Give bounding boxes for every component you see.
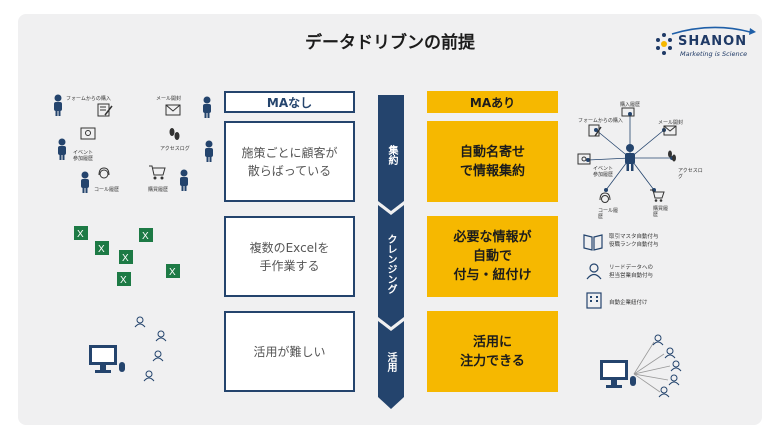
person-icon [203,96,211,118]
user-outline-icon [152,350,164,362]
label-mail-right: メール開封 [658,120,684,126]
svg-text:X: X [122,253,129,264]
label-access-left: アクセスログ [160,146,190,152]
page-title: データドリブンの前提 [305,33,475,53]
label-event-left: イベント 参加履歴 [73,150,94,162]
process-arrow [378,95,404,409]
excel-icon: X [74,226,88,240]
footprint-icon [668,150,676,162]
ma-with-box-3: 活用に 注力できる [427,311,558,392]
person-icon [54,94,62,116]
svg-text:X: X [120,275,127,286]
feature-label-sales-rep: リードデータへの 担当営業自動付与 [609,265,654,279]
shanon-logo: SHANON Marketing is Science [652,26,756,62]
label-mail-left: メール開封 [156,96,182,102]
label-call-left: コール履歴 [94,187,120,193]
logo-tagline: Marketing is Science [680,50,748,58]
excel-icon: X [166,264,180,278]
feature-label-master: 取引マスタ自動付与 役職ランク自動付与 [609,234,659,248]
label-access-right: アクセスロ グ [678,168,703,180]
mail-icon [663,125,677,136]
person-icon [180,169,188,191]
ma-with-box-1: 自動名寄せ で情報集約 [427,121,558,202]
svg-text:X: X [142,231,149,242]
excel-icon: X [139,228,153,242]
excel-icon: X [95,241,109,255]
event-board-icon [577,153,591,165]
ma-none-box-3: 活用が難しい [224,311,355,392]
cart-icon [650,189,665,202]
computer-users-diagram [600,334,682,398]
label-purchase-left: 購買履歴 [148,187,169,193]
svg-text:X: X [98,244,105,255]
user-outline-icon [134,316,146,328]
person-icon [81,171,89,193]
arrow-label-utilize: 活用 [385,352,396,372]
cart-icon [149,165,166,180]
person-icon [58,138,66,160]
footprint-icon [169,128,180,140]
label-event-right: イベント 参加履歴 [593,166,614,178]
building-icon [586,292,602,309]
form-edit-icon [588,124,602,137]
event-board-icon [80,127,96,140]
ma-none-box-2: 複数のExcelを 手作業する [224,216,355,297]
label-form-left: フォームからの購入 [66,96,111,102]
label-purchase-history-right: 購入履歴 [620,102,641,108]
excel-icon: X [117,272,131,286]
headset-icon [599,192,611,203]
feature-label-company: 自動企業紐付け [609,300,648,306]
label-form-right: フォームからの購入 [578,118,623,124]
arrow-label-cleansing: クレンジング [385,234,396,294]
ma-with-box-2: 必要な情報が 自動で 付与・紐付け [427,216,558,297]
logo-mark-icon [656,26,756,55]
svg-text:X: X [169,267,176,278]
customer-hub-diagram [586,112,674,192]
ma-with-header: MAあり [427,91,558,113]
ma-none-box-1: 施策ごとに顧客が 散らばっている [224,121,355,202]
user-outline-icon [143,370,155,382]
mail-icon [165,104,181,116]
user-outline-icon [586,263,602,280]
person-icon [205,140,213,162]
user-outline-icon [155,330,167,342]
headset-icon [98,167,110,179]
label-buy-right: 購買履 歴 [653,206,669,218]
svg-text:X: X [77,229,84,240]
form-edit-icon [97,103,113,117]
ma-none-header: MAなし [224,91,355,113]
arrow-label-aggregate: 集約 [386,145,397,165]
purchase-box-icon [621,107,635,117]
computer-mouse-icon [89,345,125,373]
label-call-right: コール履 歴 [598,208,619,220]
book-icon [583,234,603,251]
excel-icon: X [119,250,133,264]
logo-word: SHANON [678,34,748,49]
